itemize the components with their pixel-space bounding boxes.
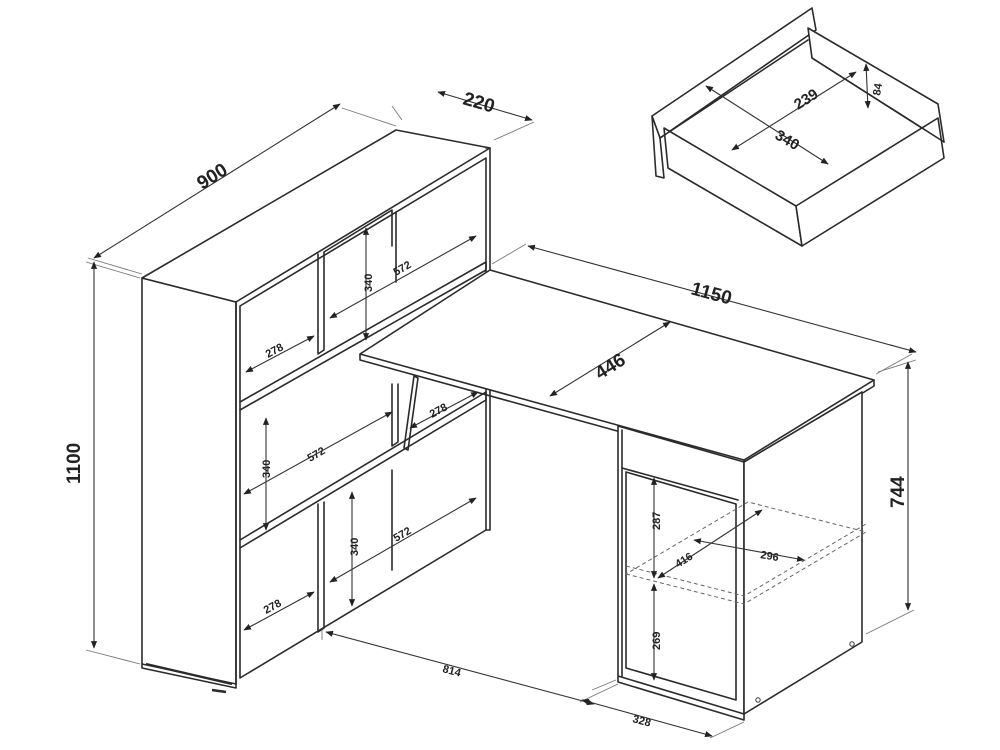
label-cabinet-287: 287 bbox=[651, 512, 663, 530]
drawer-detail bbox=[651, 7, 945, 247]
label-cabinet-width: 328 bbox=[631, 713, 652, 729]
shelf-divider-upper bbox=[317, 209, 393, 355]
label-shelf-340-mid: 340 bbox=[261, 460, 273, 478]
label-shelf-340-upper: 340 bbox=[363, 274, 375, 292]
desk bbox=[359, 269, 875, 721]
label-shelf-278-lower: 278 bbox=[262, 597, 284, 616]
label-desk-height: 744 bbox=[888, 476, 909, 508]
label-shelf-width: 900 bbox=[194, 160, 232, 195]
shelf-top-panel bbox=[141, 129, 491, 303]
label-shelf-572-upper: 572 bbox=[392, 259, 414, 279]
label-drawer-height: 84 bbox=[871, 82, 885, 97]
label-shelf-340-lower: 340 bbox=[349, 538, 361, 556]
shelf-board-middle bbox=[239, 391, 487, 549]
label-total-height: 1100 bbox=[64, 443, 85, 484]
label-shelf-278-mid: 278 bbox=[428, 401, 450, 420]
label-cabinet-269: 269 bbox=[651, 632, 663, 650]
label-cabinet-296: 296 bbox=[759, 549, 779, 564]
label-shelf-572-lower: 572 bbox=[392, 525, 414, 545]
label-desk-inner-span: 814 bbox=[441, 663, 463, 680]
dimension-lines bbox=[85, 63, 917, 739]
cabinet-drawer-front bbox=[621, 467, 739, 501]
label-desk-width: 1150 bbox=[689, 279, 734, 310]
shelf-divider-lower bbox=[317, 501, 325, 633]
desk-support-panel bbox=[403, 375, 419, 451]
label-drawer-depth: 239 bbox=[791, 86, 821, 114]
label-shelf-278-upper: 278 bbox=[264, 341, 286, 360]
label-shelf-depth: 220 bbox=[461, 89, 497, 118]
drawer-back bbox=[651, 7, 817, 139]
label-shelf-572-mid: 572 bbox=[306, 445, 328, 465]
cabinet-door bbox=[625, 471, 737, 701]
shelf-plinth bbox=[145, 662, 233, 686]
drawer-front-right bbox=[795, 117, 945, 247]
shelf-side-panel bbox=[141, 277, 237, 685]
drawer-left-side bbox=[651, 115, 665, 179]
